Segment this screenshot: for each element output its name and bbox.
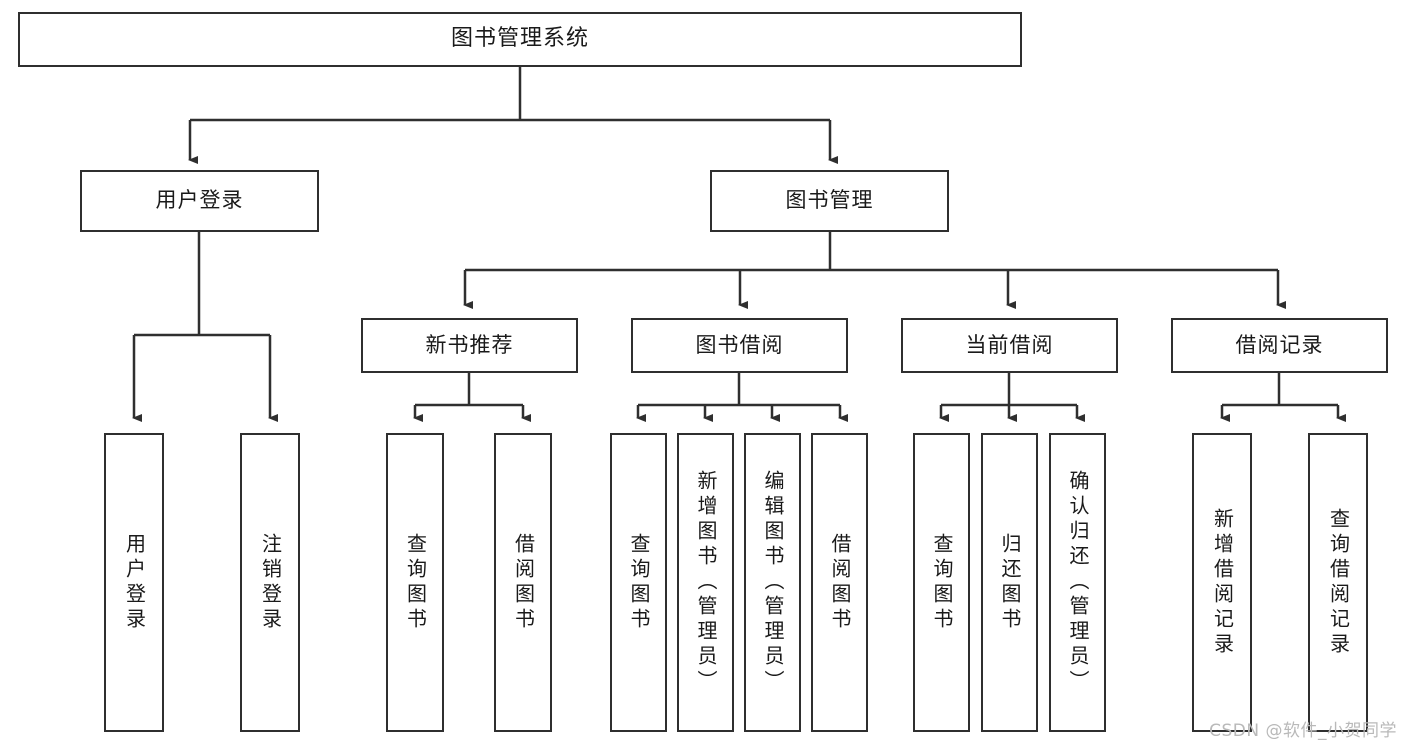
node-current-borrow[interactable]: 当前借阅: [901, 318, 1118, 373]
leaf-new-book-query[interactable]: 查询图书: [386, 433, 444, 732]
leaf-borrow-lend-book[interactable]: 借阅图书: [811, 433, 868, 732]
leaf-new-book-borrow[interactable]: 借阅图书: [494, 433, 552, 732]
node-book-borrow[interactable]: 图书借阅: [631, 318, 848, 373]
watermark: CSDN @软件_小贺同学: [1209, 721, 1397, 741]
leaf-current-query-book[interactable]: 查询图书: [913, 433, 970, 732]
leaf-user-logout[interactable]: 注销登录: [240, 433, 300, 732]
node-borrow-record[interactable]: 借阅记录: [1171, 318, 1388, 373]
node-root[interactable]: 图书管理系统: [18, 12, 1022, 67]
leaf-borrow-add-book[interactable]: 新增图书（管理员）: [677, 433, 734, 732]
leaf-borrow-edit-book[interactable]: 编辑图书（管理员）: [744, 433, 801, 732]
node-new-book-recommend[interactable]: 新书推荐: [361, 318, 578, 373]
leaf-current-confirm-return[interactable]: 确认归还（管理员）: [1049, 433, 1106, 732]
leaf-user-login[interactable]: 用户登录: [104, 433, 164, 732]
leaf-borrow-query-book[interactable]: 查询图书: [610, 433, 667, 732]
leaf-record-query[interactable]: 查询借阅记录: [1308, 433, 1368, 732]
leaf-current-return-book[interactable]: 归还图书: [981, 433, 1038, 732]
node-book-management[interactable]: 图书管理: [710, 170, 949, 232]
node-user-login[interactable]: 用户登录: [80, 170, 319, 232]
leaf-record-add[interactable]: 新增借阅记录: [1192, 433, 1252, 732]
